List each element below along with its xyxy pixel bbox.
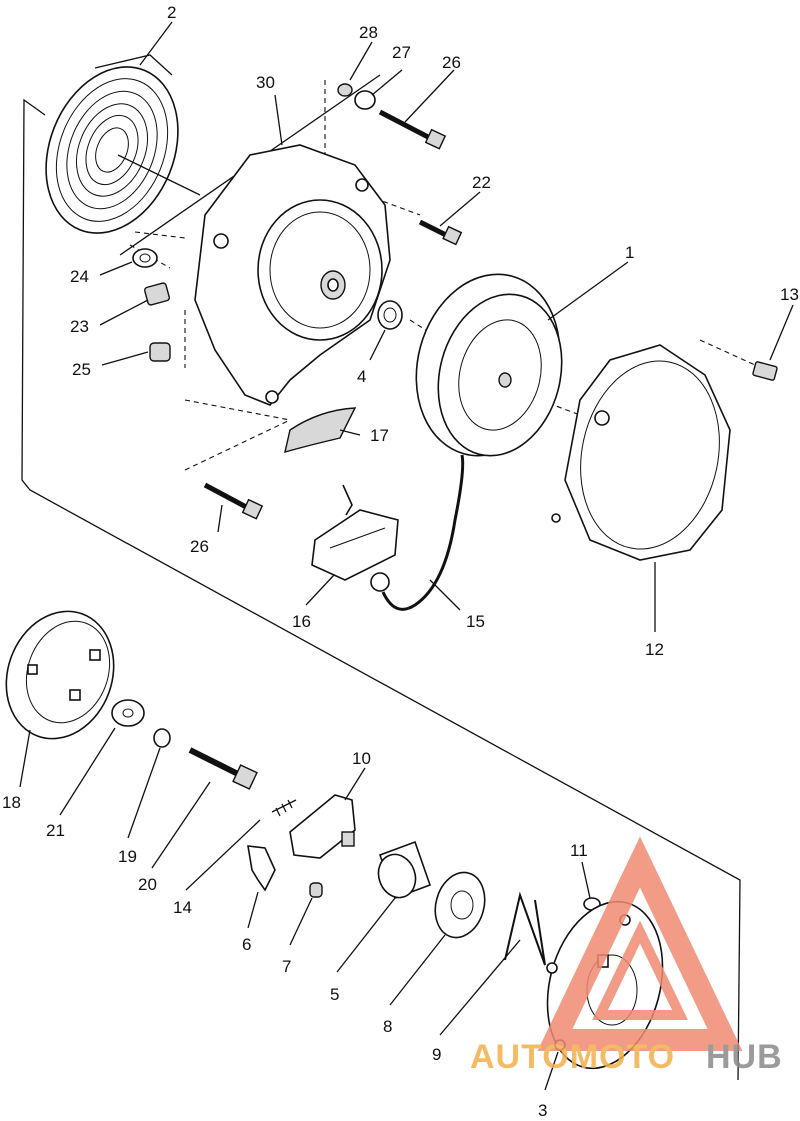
bushing-25 [149, 342, 171, 362]
starter-handle-and-rope [311, 454, 465, 611]
leader-lines [19, 21, 794, 1091]
washer-nut-bolt [111, 699, 258, 790]
callout-24: 24 [70, 267, 89, 286]
seal-4 [377, 300, 403, 330]
callout-26-lower: 26 [190, 537, 209, 556]
callout-14: 14 [173, 898, 192, 917]
callout-17: 17 [370, 426, 389, 445]
callout-3: 3 [538, 1101, 547, 1120]
callout-25: 25 [72, 360, 91, 379]
washer-21 [111, 699, 145, 727]
callout-7: 7 [282, 957, 291, 976]
callout-21: 21 [46, 821, 65, 840]
callout-10: 10 [352, 749, 371, 768]
ratchet-components [247, 794, 356, 898]
spring-14 [271, 799, 297, 817]
automotohub-watermark: AUTOMOTO HUB [470, 836, 783, 1076]
callout-15: 15 [466, 612, 485, 631]
callout-27: 27 [392, 43, 411, 62]
nut-23 [144, 282, 170, 306]
callout-23: 23 [70, 317, 89, 336]
watermark-text-automoto: AUTOMOTO [470, 1038, 675, 1076]
callout-18: 18 [2, 793, 21, 812]
wire-spring-9 [504, 891, 546, 966]
drive-components [377, 840, 546, 966]
ratchet-cup-18 [5, 610, 115, 740]
bolt-22-head [442, 225, 463, 246]
starter-cover [551, 344, 731, 561]
callout-6: 6 [242, 935, 251, 954]
starter-pulley [415, 273, 563, 457]
damper-pad-17 [284, 407, 357, 453]
bolt-13 [752, 361, 778, 381]
lockwasher-19 [153, 728, 171, 748]
callout-30: 30 [256, 73, 275, 92]
watermark-triangle-logo [537, 836, 743, 1051]
callout-22: 22 [472, 173, 491, 192]
callout-1: 1 [625, 243, 634, 262]
housing-hardware [132, 83, 463, 362]
callout-19: 19 [118, 847, 137, 866]
callout-2: 2 [167, 3, 176, 22]
callout-9: 9 [432, 1045, 441, 1064]
pawl-6 [247, 845, 276, 892]
watermark-text-hub: HUB [706, 1038, 783, 1076]
starter-housing [194, 144, 391, 406]
callout-labels: 2 30 28 27 26 22 1 13 24 23 25 4 17 26 1… [2, 3, 799, 1120]
callout-12: 12 [645, 640, 664, 659]
callout-11: 11 [570, 841, 588, 860]
ratchet-plate-10 [289, 794, 356, 859]
washer-24 [132, 248, 158, 268]
plate-8 [434, 871, 486, 939]
callout-8: 8 [383, 1017, 392, 1036]
pin-7 [309, 882, 323, 898]
washer-27 [354, 90, 376, 110]
nut-28 [337, 83, 353, 97]
callout-4: 4 [357, 367, 366, 386]
bolt-20-head [232, 764, 258, 790]
recoil-spring [45, 54, 201, 234]
callout-13: 13 [780, 285, 799, 304]
callout-20: 20 [138, 875, 157, 894]
callout-5: 5 [330, 985, 339, 1004]
bolt-26-lower [203, 482, 264, 520]
callout-16: 16 [292, 612, 311, 631]
bolt-26-head [424, 128, 447, 150]
callout-26-top: 26 [442, 53, 461, 72]
callout-28: 28 [359, 23, 378, 42]
